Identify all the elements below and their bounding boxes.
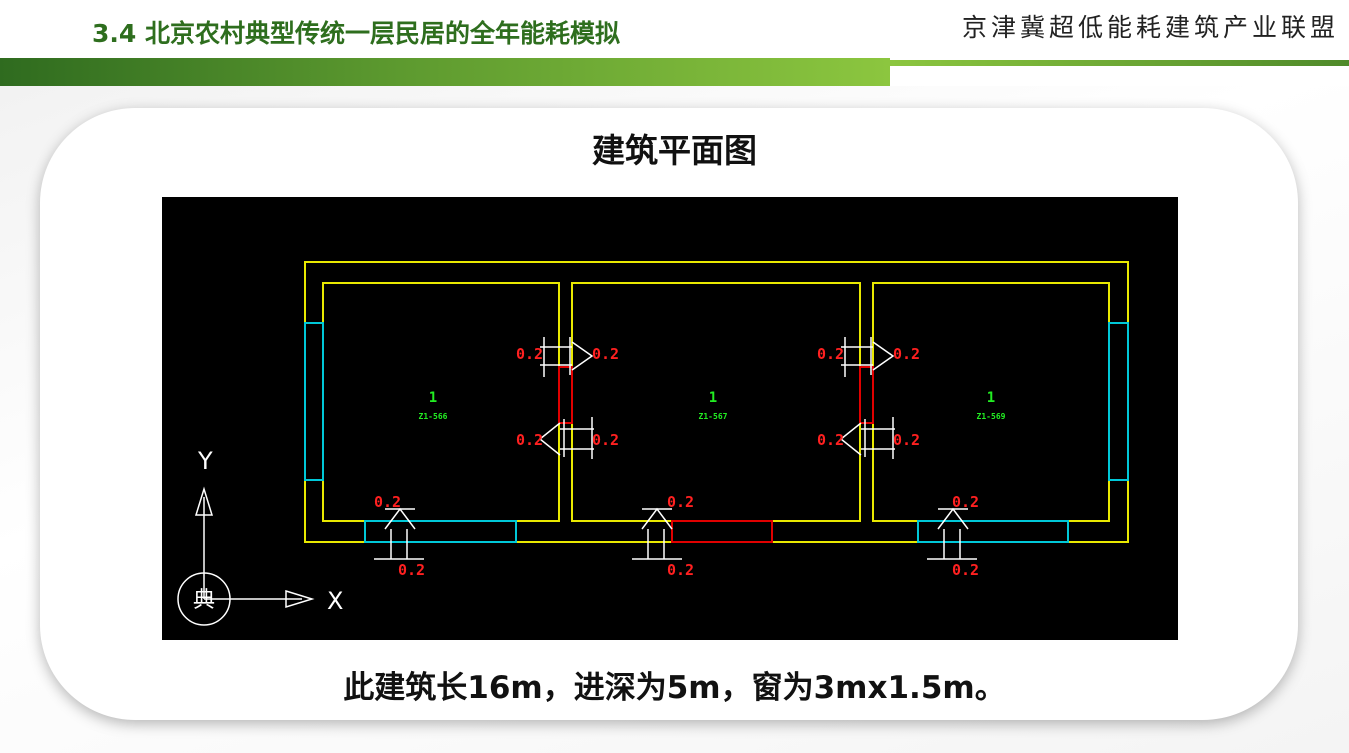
room-left	[322, 282, 560, 522]
floor-plan: 0.2 0.2 0.2 0.2 0.2 0.2 0.2 0.2 0.2 0.2 …	[162, 197, 1178, 640]
axis-x-label: X	[327, 587, 343, 615]
flow-arrows-south	[374, 507, 977, 560]
value-labels: 0.2 0.2 0.2 0.2 0.2 0.2 0.2 0.2 0.2 0.2 …	[374, 345, 979, 579]
header-bar	[0, 58, 890, 86]
value-label: 0.2	[592, 431, 619, 449]
header-bar-thin	[890, 60, 1349, 66]
zone-name: 1	[709, 390, 717, 406]
value-label: 0.2	[516, 345, 543, 363]
zone-id: Z1-566	[419, 412, 448, 421]
value-label: 0.2	[667, 561, 694, 579]
window-east	[1108, 322, 1129, 481]
ucs-glyph: 典	[193, 588, 215, 613]
flow-arrows-interior	[538, 337, 895, 459]
door-south	[671, 520, 773, 543]
zone-labels: 1 Z1-566 1 Z1-567 1 Z1-569	[419, 390, 1006, 421]
value-label: 0.2	[817, 431, 844, 449]
value-label: 0.2	[893, 345, 920, 363]
slide-title: 3.4 北京农村典型传统一层民居的全年能耗模拟	[92, 19, 620, 48]
card-title: 建筑平面图	[592, 131, 757, 170]
organization-name: 京津冀超低能耗建筑产业联盟	[961, 13, 1339, 42]
zone-id: Z1-569	[977, 412, 1006, 421]
value-label: 0.2	[952, 561, 979, 579]
window-west	[304, 322, 324, 481]
door-interior-right	[859, 366, 874, 424]
value-label: 0.2	[952, 493, 979, 511]
value-label: 0.2	[667, 493, 694, 511]
zone-name: 1	[429, 390, 437, 406]
value-label: 0.2	[516, 431, 543, 449]
value-label: 0.2	[893, 431, 920, 449]
floor-plan-drawing: 0.2 0.2 0.2 0.2 0.2 0.2 0.2 0.2 0.2 0.2 …	[177, 261, 1129, 626]
axis-y-label: Y	[197, 447, 213, 475]
zone-id: Z1-567	[699, 412, 728, 421]
value-label: 0.2	[374, 493, 401, 511]
zone-name: 1	[987, 390, 995, 406]
value-label: 0.2	[592, 345, 619, 363]
ucs-axis-icon	[177, 486, 315, 626]
window-south-right	[917, 520, 1069, 543]
value-label: 0.2	[398, 561, 425, 579]
value-label: 0.2	[817, 345, 844, 363]
door-interior-left	[558, 366, 573, 424]
caption: 此建筑长16m，进深为5m，窗为3mx1.5m。	[343, 670, 1006, 706]
window-south-left	[364, 520, 517, 543]
